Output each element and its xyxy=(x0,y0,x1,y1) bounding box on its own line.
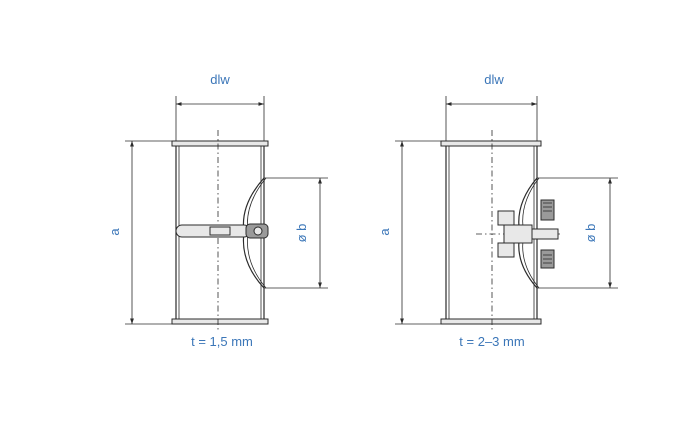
b-label-1: ø b xyxy=(294,224,309,243)
b-dimension-2 xyxy=(537,177,618,289)
dlw-label-1: dlw xyxy=(210,72,230,87)
a-dimension-1 xyxy=(125,140,172,325)
a-dimension-2 xyxy=(395,140,441,325)
duct-body-2 xyxy=(440,140,542,325)
thickness-label-2: t = 2–3 mm xyxy=(459,334,524,349)
dlw-label-2: dlw xyxy=(484,72,504,87)
figure-thick-damper: dlw a ø b t = 2–3 mm xyxy=(377,72,618,349)
dlw-dimension-1 xyxy=(175,96,265,141)
figure-thin-damper: dlw a ø b t = 1,5 mm xyxy=(107,72,328,349)
locking-mechanism-2 xyxy=(497,199,559,269)
a-label-1: a xyxy=(107,228,122,236)
dlw-dimension-2 xyxy=(445,96,538,141)
a-label-2: a xyxy=(377,228,392,236)
lever-handle-1 xyxy=(175,223,269,239)
b-dimension-1 xyxy=(264,177,328,289)
thickness-label-1: t = 1,5 mm xyxy=(191,334,253,349)
b-label-2: ø b xyxy=(583,224,598,243)
